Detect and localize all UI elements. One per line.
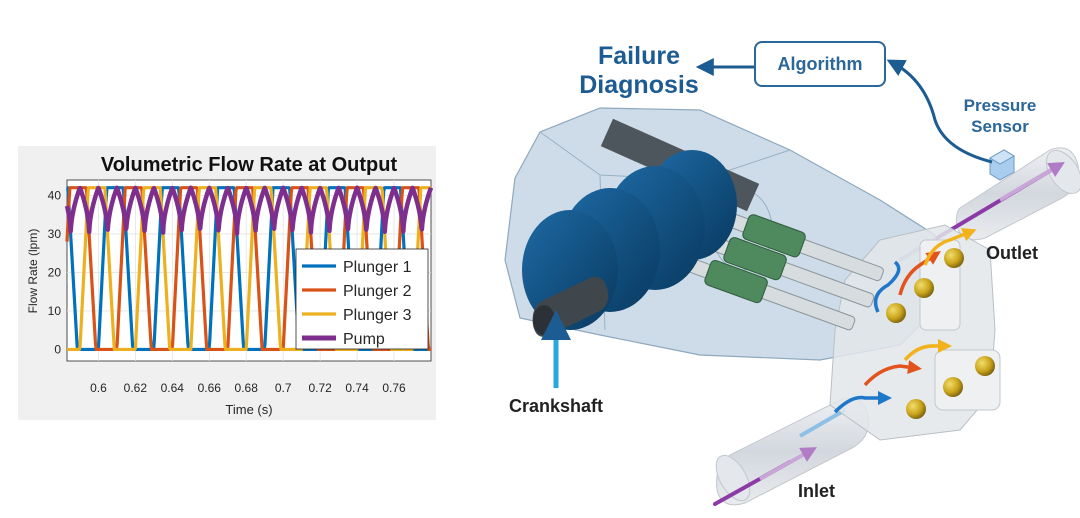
valve-ball	[886, 303, 906, 323]
x-tick-label: 0.6	[90, 381, 107, 395]
outlet-label: Outlet	[986, 243, 1038, 263]
failure-diagnosis-line-2: Diagnosis	[579, 71, 699, 99]
series-line-pump	[64, 185, 434, 236]
x-tick-label: 0.62	[124, 381, 148, 395]
valve-ball	[975, 356, 995, 376]
legend-label: Plunger 3	[343, 307, 412, 324]
legend-label: Plunger 1	[343, 259, 412, 276]
pressure-sensor-label: Pressure Sensor	[954, 95, 1046, 137]
chart-title: Volumetric Flow Rate at Output	[101, 154, 398, 176]
y-tick-label: 40	[48, 188, 62, 202]
y-tick-label: 30	[48, 227, 62, 241]
y-axis-label: Flow Rate (lpm)	[26, 229, 40, 314]
outlet-pipe	[898, 147, 1080, 262]
x-tick-label: 0.66	[198, 381, 222, 395]
pressure-sensor-line-1: Pressure	[963, 96, 1037, 115]
inlet-pipe	[713, 397, 870, 506]
valve-ball	[906, 399, 926, 419]
inlet-plunger-flow	[833, 391, 892, 414]
failure-diagnosis-label: Failure Diagnosis	[572, 42, 706, 100]
outlet-plunger-flow	[873, 260, 901, 313]
x-tick-label: 0.64	[161, 381, 185, 395]
x-tick-label: 0.72	[308, 381, 332, 395]
valve-ball	[944, 248, 964, 268]
series-line-plunger-1	[66, 186, 432, 352]
x-tick-label: 0.68	[235, 381, 259, 395]
chart-legend: Plunger 1 Plunger 2 Plunger 3 Pump	[295, 248, 429, 350]
x-tick-label: 0.76	[382, 381, 406, 395]
axis-ticks: 0.6 0.62 0.64 0.66 0.68 0.7 0.72 0.74 0.76 0 10 20 3…	[48, 188, 406, 395]
pump-3d-diagram	[504, 58, 1080, 506]
failure-diagnosis-line-1: Failure	[598, 42, 680, 70]
x-tick-label: 0.7	[275, 381, 292, 395]
sensor-to-algorithm-arrow	[886, 59, 993, 164]
algorithm-box: Algorithm	[754, 41, 886, 87]
crankshaft-label: Crankshaft	[509, 396, 604, 416]
pressure-sensor	[989, 149, 1015, 181]
series-line-plunger-3	[66, 186, 432, 352]
y-tick-label: 20	[48, 265, 62, 279]
plunger-assembly	[682, 207, 884, 331]
y-tick-label: 0	[54, 342, 61, 356]
valve-ball	[943, 377, 963, 397]
y-tick-label: 10	[48, 304, 62, 318]
algorithm-label: Algorithm	[777, 53, 863, 74]
crankshaft-discs	[522, 118, 760, 337]
pressure-sensor-line-2: Sensor	[971, 117, 1029, 136]
x-tick-label: 0.74	[345, 381, 369, 395]
legend-label: Pump	[343, 331, 385, 348]
inlet-label: Inlet	[798, 481, 836, 501]
legend-label: Plunger 2	[343, 283, 412, 300]
valve-ball	[914, 278, 934, 298]
x-axis-label: Time (s)	[225, 402, 272, 417]
